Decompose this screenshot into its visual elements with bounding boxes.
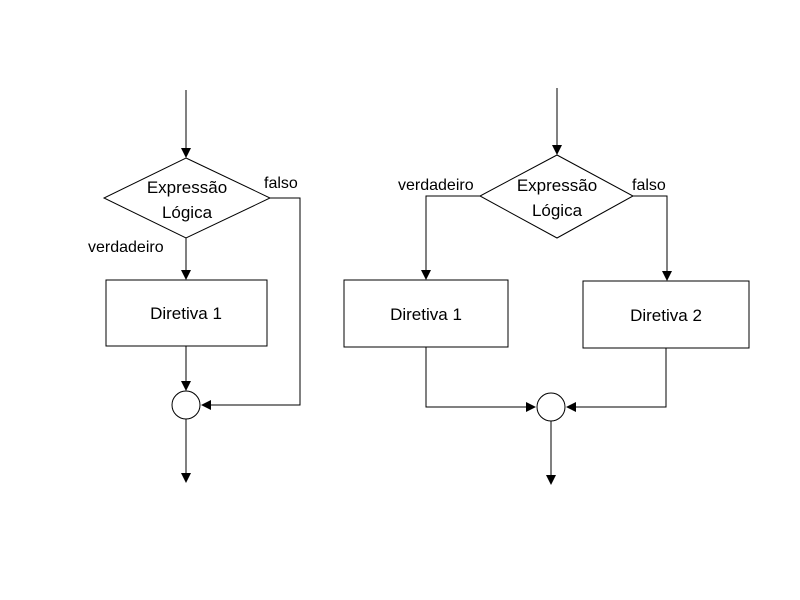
right-action2-box: [582, 280, 750, 349]
left-action-box: [105, 279, 268, 347]
right-action1-label: Diretiva 1: [390, 305, 462, 324]
right-flowchart: Expressão Lógica verdadeiro falso Direti…: [343, 88, 750, 485]
left-decision-line1: Expressão: [147, 178, 227, 197]
left-true-label: verdadeiro: [88, 239, 164, 256]
right-action1-box: [343, 279, 509, 348]
right-decision-line2: Lógica: [532, 201, 583, 220]
left-decision-diamond: [102, 157, 272, 239]
right-true-label: verdadeiro: [398, 177, 474, 194]
right-true-path: [421, 195, 480, 280]
right-decision-diamond: [478, 154, 635, 239]
right-false-path: [633, 195, 672, 281]
right-action2-label: Diretiva 2: [630, 306, 702, 325]
right-action2-to-junction-path: [566, 348, 667, 412]
left-junction-circle: [171, 390, 201, 420]
left-flowchart: Expressão Lógica verdadeiro Diretiva 1 f…: [88, 90, 301, 483]
left-decision-line2: Lógica: [162, 203, 213, 222]
left-action-label: Diretiva 1: [150, 304, 222, 323]
right-false-label: falso: [632, 177, 666, 194]
left-false-path: [201, 197, 301, 410]
right-action1-to-junction-path: [425, 347, 536, 412]
left-false-label: falso: [264, 175, 298, 192]
right-junction-circle: [536, 392, 566, 422]
right-decision-line1: Expressão: [517, 176, 597, 195]
